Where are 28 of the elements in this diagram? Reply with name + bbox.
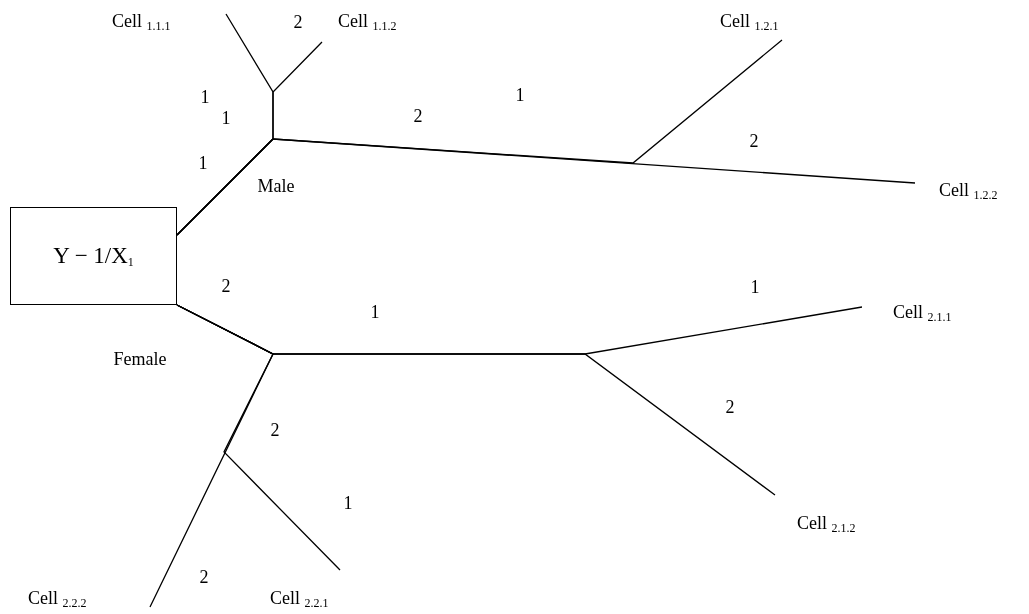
cell-label: Cell $_{2.2.1}$ <box>270 588 329 608</box>
branch-line <box>176 138 916 236</box>
branch-label: Male <box>257 175 295 197</box>
cell-label: Cell $_{1.2.1}$ <box>720 11 779 31</box>
branch-line <box>149 304 274 608</box>
cell-label: Cell $_{1.2.2}$ <box>939 180 998 200</box>
cell-label: Cell $_{2.2.2}$ <box>28 588 87 608</box>
branch-label: 1 <box>221 107 231 129</box>
root-label: Y − 1/X$_{1}$ <box>53 242 134 270</box>
branch-label: 2 <box>221 275 231 297</box>
cell-label: Cell $_{1.1.1}$ <box>112 11 171 31</box>
branch-label: 1 <box>370 301 380 323</box>
root-box <box>10 207 177 305</box>
branch-label: 2 <box>293 11 303 33</box>
branch-label: 1 <box>198 152 208 174</box>
branch-label: 1 <box>515 84 525 106</box>
branch-label: 2 <box>413 105 423 127</box>
branch-label: 2 <box>199 566 209 588</box>
branch-label: 2 <box>749 130 759 152</box>
branch-label: 1 <box>200 86 210 108</box>
branch-label: 2 <box>725 396 735 418</box>
cell-label: Cell $_{1.1.2}$ <box>338 11 397 31</box>
cell-label: Cell $_{2.1.1}$ <box>893 302 952 322</box>
branch-label: Female <box>113 348 167 370</box>
branch-label: 1 <box>750 276 760 298</box>
branch-label: 1 <box>343 492 353 514</box>
branch-label: 2 <box>270 419 280 441</box>
cell-label: Cell $_{2.1.2}$ <box>797 513 856 533</box>
